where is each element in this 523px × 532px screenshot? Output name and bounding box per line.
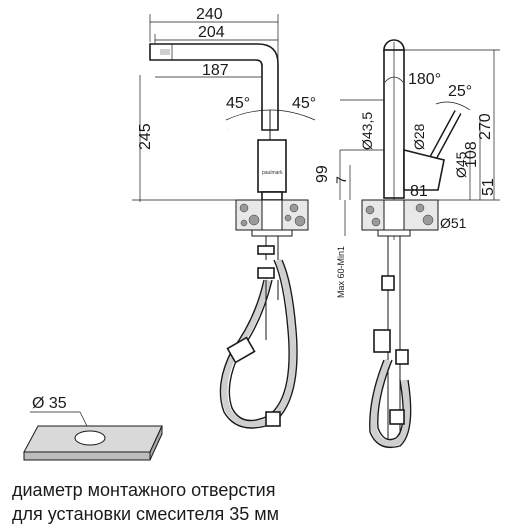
angle-left: 45° [226,95,250,112]
dim-total-reach: 240 [196,6,223,23]
dim-spout-reach: 204 [198,24,225,41]
dim-108: 108 [463,141,480,168]
caption-line-2: для установки смесителя 35 мм [12,504,279,524]
caption-line-1: диаметр монтажного отверстия [12,480,276,500]
dim-axis-offset: 187 [202,62,229,79]
dim-swivel-angle: 180° [408,71,441,88]
side-view: 180° 25° Ø43,5 99 7 Ø28 270 108 51 Ø45 8… [314,39,500,449]
dim-total-height: 270 [477,113,494,140]
faucet-body [257,139,287,193]
dim-base-diameter: Ø45 [453,151,469,178]
hole-detail: Ø 35 [23,395,163,461]
dim-countertop: Max 60-Min1 [336,246,346,298]
dim-51: 51 [480,178,497,196]
dim-base-height: 99 [314,165,331,183]
dim-flange-diameter: Ø51 [440,215,467,231]
dim-hole: Ø 35 [32,395,67,412]
dim-body-diameter: Ø43,5 [359,112,375,150]
front-view: 240 204 187 245 45° 45° paulmark [132,6,316,429]
angle-right: 45° [292,95,316,112]
dim-81: 81 [410,183,428,200]
dim-base-small: 7 [333,176,349,184]
dim-height: 245 [137,123,154,150]
brand-label: paulmark [262,170,283,176]
dim-handle-angle: 25° [448,83,472,100]
spout [149,43,279,131]
mounting-hole [74,430,106,446]
dim-handle-diameter: Ø28 [411,123,427,150]
